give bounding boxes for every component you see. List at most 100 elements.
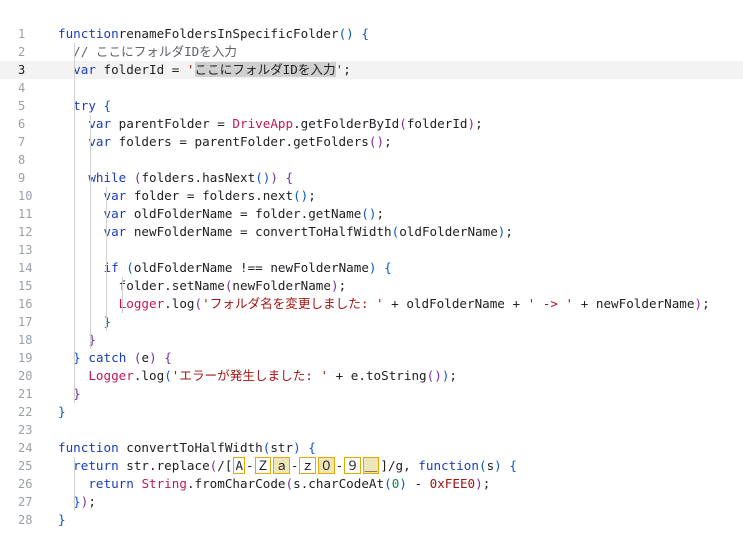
code-token: s.charCodeAt xyxy=(293,476,385,491)
code-text[interactable]: var parentFolder = DriveApp.getFolderByI… xyxy=(58,115,482,133)
line-number: 3 xyxy=(18,63,26,77)
code-token: () xyxy=(338,26,354,41)
code-line[interactable]: 15 folder.setName(newFolderName); xyxy=(0,277,743,295)
code-text[interactable]: try { xyxy=(58,97,111,115)
code-text[interactable]: functionrenameFoldersInSpecificFolder() … xyxy=(58,25,369,43)
code-line[interactable]: 18 } xyxy=(0,331,743,349)
code-text[interactable]: Logger.log('フォルダ名を変更しました: ' + oldFolderN… xyxy=(58,295,710,313)
line-number: 7 xyxy=(18,135,26,149)
code-text[interactable]: if (oldFolderName !== newFolderName) { xyxy=(58,259,392,277)
code-text[interactable]: } xyxy=(58,331,96,349)
code-token: } xyxy=(73,350,81,365)
code-line[interactable]: 27 }); xyxy=(0,493,743,511)
code-token: ' xyxy=(186,62,195,77)
code-line[interactable]: 11 var oldFolderName = folder.getName(); xyxy=(0,205,743,223)
code-line[interactable]: 7 var folders = parentFolder.getFolders(… xyxy=(0,133,743,151)
code-token xyxy=(58,494,73,509)
code-token: ]/g, xyxy=(380,458,419,473)
code-text[interactable]: } xyxy=(58,313,112,331)
line-number: 26 xyxy=(18,477,33,491)
code-token: ) xyxy=(399,476,407,491)
code-line[interactable]: 28} xyxy=(0,511,743,529)
code-token: () xyxy=(368,134,385,149)
code-text[interactable]: }); xyxy=(58,493,96,511)
line-number: 22 xyxy=(18,405,33,419)
code-text[interactable]: Logger.log('エラーが発生しました: ' + e.toString()… xyxy=(58,367,457,385)
code-text[interactable]: var oldFolderName = folder.getName(); xyxy=(58,205,385,223)
code-text[interactable]: var folderId = 'ここにフォルダIDを入力'; xyxy=(58,61,351,79)
line-number: 19 xyxy=(18,351,33,365)
code-token: DriveApp xyxy=(232,116,294,131)
code-token: ０ xyxy=(318,457,335,474)
code-line[interactable]: 10 var folder = folders.next(); xyxy=(0,187,743,205)
code-line[interactable]: 16 Logger.log('フォルダ名を変更しました: ' + oldFold… xyxy=(0,295,743,313)
code-token: () xyxy=(426,368,442,383)
line-number: 28 xyxy=(18,513,33,527)
code-line[interactable]: 13 xyxy=(0,241,743,259)
code-token: ' xyxy=(335,62,344,77)
code-token xyxy=(126,170,134,185)
code-line[interactable]: 2 // ここにフォルダIDを入力 xyxy=(0,43,743,61)
code-token: ; xyxy=(308,188,316,203)
code-text[interactable]: var folder = folders.next(); xyxy=(58,187,316,205)
code-line[interactable]: 20 Logger.log('エラーが発生しました: ' + e.toStrin… xyxy=(0,367,743,385)
code-line[interactable]: 6 var parentFolder = DriveApp.getFolderB… xyxy=(0,115,743,133)
code-token: } xyxy=(88,332,96,347)
line-number: 14 xyxy=(18,261,33,275)
code-line[interactable]: 14 if (oldFolderName !== newFolderName) … xyxy=(0,259,743,277)
code-line[interactable]: 21 } xyxy=(0,385,743,403)
code-token: newFolderName xyxy=(232,278,331,293)
code-token: oldFolderName = folder.getName xyxy=(126,206,362,221)
code-text[interactable]: } xyxy=(58,511,66,529)
code-text[interactable]: return String.fromCharCode(s.charCodeAt(… xyxy=(58,475,490,493)
code-token: ) xyxy=(494,458,502,473)
code-text[interactable]: while (folders.hasNext()) { xyxy=(58,169,293,187)
code-line[interactable]: 4 xyxy=(0,79,743,97)
code-text[interactable]: } xyxy=(58,403,66,421)
code-text[interactable]: function convertToHalfWidth(str) { xyxy=(58,439,316,457)
code-line[interactable]: 19 } catch (e) { xyxy=(0,349,743,367)
line-number: 23 xyxy=(18,423,33,437)
code-text[interactable]: // ここにフォルダIDを入力 xyxy=(58,43,237,61)
code-line[interactable]: 22} xyxy=(0,403,743,421)
code-text[interactable]: folder.setName(newFolderName); xyxy=(58,277,347,295)
code-text[interactable]: } catch (e) { xyxy=(58,349,172,367)
code-text[interactable]: } xyxy=(58,385,81,403)
line-number: 24 xyxy=(18,441,33,455)
code-token: function xyxy=(418,458,479,473)
code-token: - xyxy=(290,458,299,473)
code-token: () xyxy=(255,170,271,185)
code-line[interactable]: 24 function convertToHalfWidth(str) { xyxy=(0,439,743,457)
line-number: 21 xyxy=(18,387,33,401)
code-token: parentFolder = xyxy=(111,116,233,131)
code-line[interactable]: 26 return String.fromCharCode(s.charCode… xyxy=(0,475,743,493)
code-line[interactable]: 3 var folderId = 'ここにフォルダIDを入力'; xyxy=(0,61,743,79)
code-line[interactable]: 8 xyxy=(0,151,743,169)
code-token: ; xyxy=(343,62,351,77)
code-line[interactable]: 17 } xyxy=(0,313,743,331)
code-line[interactable]: 23 xyxy=(0,421,743,439)
code-token: str xyxy=(270,440,294,455)
code-text[interactable]: var newFolderName = convertToHalfWidth(o… xyxy=(58,223,513,241)
code-token xyxy=(58,386,73,401)
code-token: .log xyxy=(133,368,165,383)
code-token: ( xyxy=(384,476,392,491)
code-token xyxy=(58,62,73,77)
code-token xyxy=(58,188,104,203)
code-token: ) xyxy=(467,116,476,131)
code-token: ; xyxy=(384,134,392,149)
code-token: ; xyxy=(338,278,347,293)
line-number: 5 xyxy=(18,99,26,113)
code-line[interactable]: 12 var newFolderName = convertToHalfWidt… xyxy=(0,223,743,241)
code-token: ( xyxy=(133,170,142,185)
code-token: Logger xyxy=(88,368,134,383)
code-token xyxy=(58,296,119,311)
code-line[interactable]: 9 while (folders.hasNext()) { xyxy=(0,169,743,187)
code-line[interactable]: 5 try { xyxy=(0,97,743,115)
code-token: convertToHalfWidth xyxy=(118,440,263,455)
code-text[interactable]: var folders = parentFolder.getFolders(); xyxy=(58,133,392,151)
